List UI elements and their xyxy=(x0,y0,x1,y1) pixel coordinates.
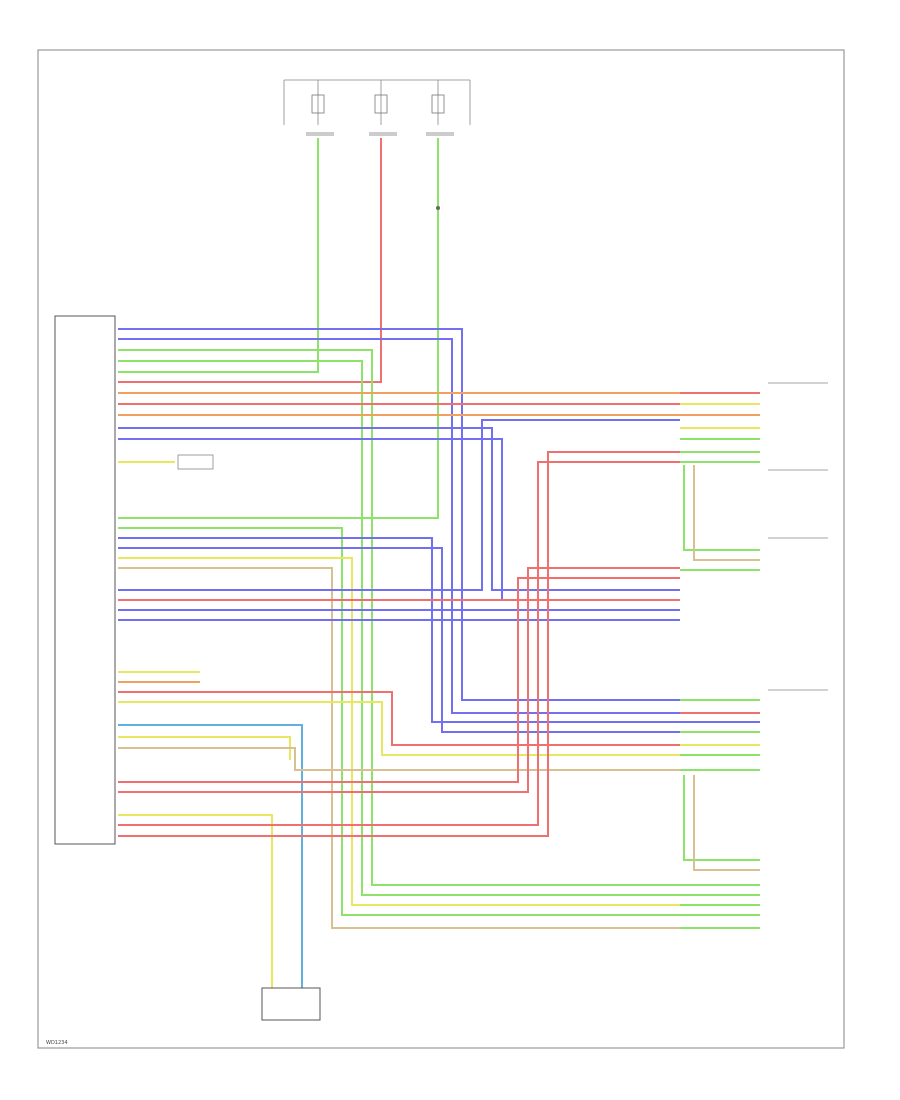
connector-group-1 xyxy=(118,328,680,896)
wire-g4-5 xyxy=(118,724,303,990)
wire-feed-green-2 xyxy=(118,138,439,519)
component-right-1 xyxy=(768,382,828,471)
control-module-box xyxy=(54,315,116,845)
wire-g5-2 xyxy=(118,461,680,826)
wire-g5-1 xyxy=(118,814,273,990)
wire-g4-9 xyxy=(118,567,680,793)
wire-feed-red xyxy=(118,138,382,383)
fuse-block xyxy=(283,79,471,136)
wire-g3-1 xyxy=(118,527,680,916)
bottom-module-box xyxy=(261,987,321,1021)
wire-g4-7 xyxy=(118,747,680,771)
wire-g1-1 xyxy=(118,328,680,701)
page-code: WD1234 xyxy=(46,1040,68,1046)
wire-g3-2 xyxy=(118,537,680,723)
fuse-2 xyxy=(369,80,397,136)
right-side-runs xyxy=(680,392,760,929)
fuse-1 xyxy=(306,80,334,136)
wire-g4-8 xyxy=(118,577,680,783)
wire-g3-5 xyxy=(118,567,680,929)
diagram-frame xyxy=(37,49,845,1049)
wire-g1-2 xyxy=(118,338,680,714)
wire-feed-green-1 xyxy=(118,138,319,373)
wire-g3-3 xyxy=(118,547,680,733)
wire-g4-6 xyxy=(118,736,291,760)
wire-g1-3 xyxy=(118,349,680,886)
connector-group-2 xyxy=(118,427,680,601)
wire-g5-3 xyxy=(118,451,680,837)
wire-g2-1 xyxy=(118,427,680,591)
wire-g3-6 xyxy=(118,419,680,591)
connector-group-4 xyxy=(118,567,680,990)
wire-g4-4 xyxy=(118,701,680,756)
connector-group-3 xyxy=(118,419,680,929)
wire-g4-3 xyxy=(118,691,680,746)
wire-g1-4 xyxy=(118,360,680,896)
connector-group-5 xyxy=(118,451,680,990)
fuse-3 xyxy=(426,80,454,136)
wire-g2-2 xyxy=(118,438,680,601)
wire-g3-4 xyxy=(118,557,680,906)
